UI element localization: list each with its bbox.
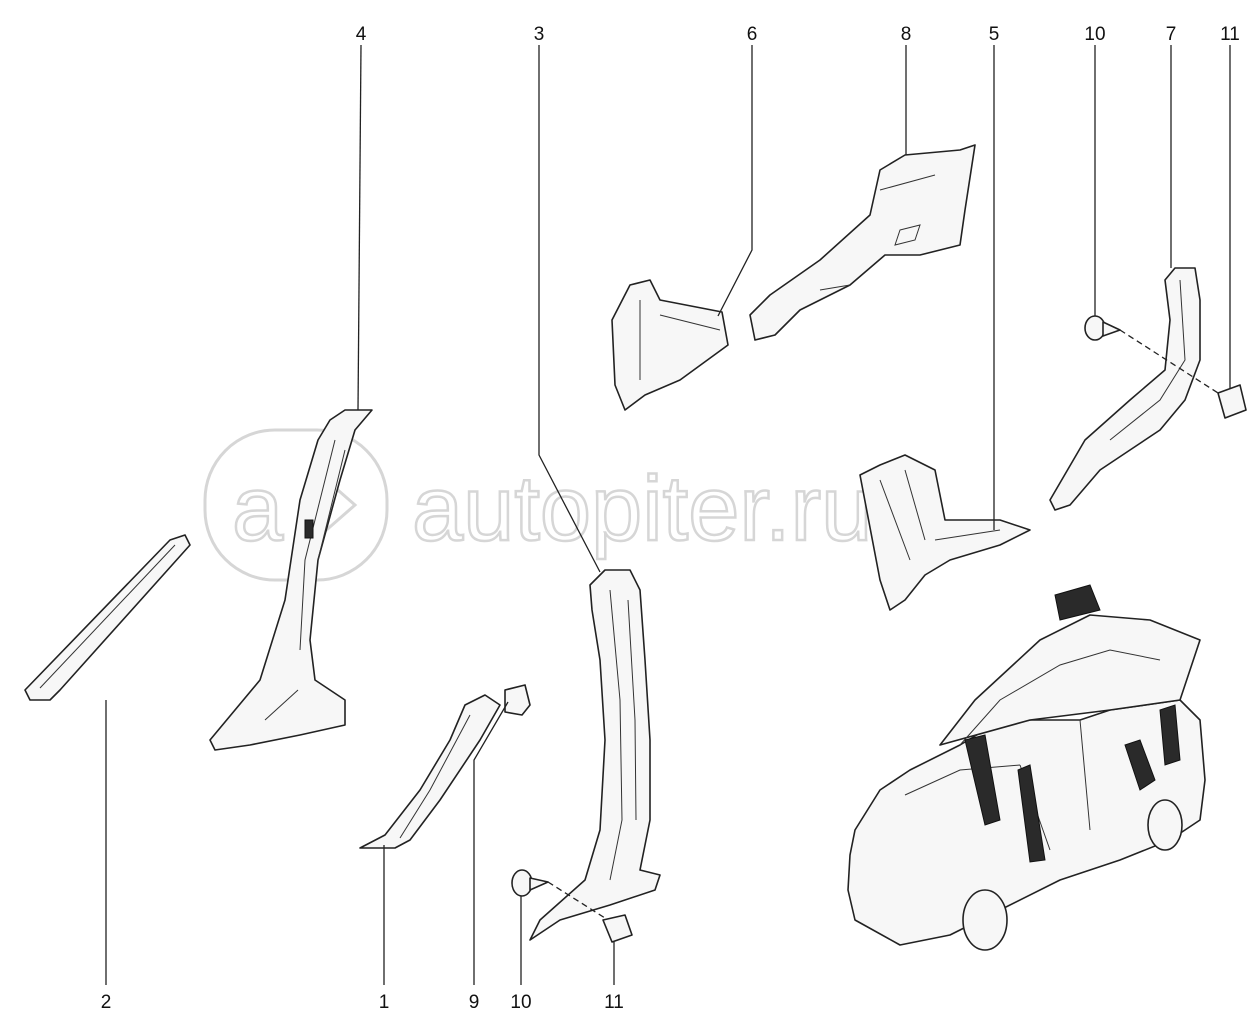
watermark-logo-letter: a — [232, 458, 284, 560]
part-9-clip — [504, 684, 531, 716]
callout-2: 2 — [101, 992, 112, 1013]
callout-3: 3 — [534, 24, 545, 45]
callout-10-bottom: 10 — [510, 992, 531, 1013]
part-8-quarter-trim — [749, 144, 976, 341]
callout-7: 7 — [1166, 24, 1177, 45]
car-highlight-d-pillar — [1159, 704, 1181, 766]
callout-9: 9 — [469, 992, 480, 1013]
watermark-text: autopiter.ru — [412, 458, 872, 560]
car-highlight-c-pillar — [1124, 739, 1156, 791]
car-highlight-a-pillar — [964, 734, 1001, 826]
callout-6: 6 — [747, 24, 758, 45]
part-10-bolt — [511, 869, 549, 897]
callout-5: 5 — [989, 24, 1000, 45]
part-11-clip — [602, 914, 633, 943]
callout-4: 4 — [356, 24, 367, 45]
part-2-detail — [39, 544, 176, 689]
callout-8: 8 — [901, 24, 912, 45]
leader-lines — [105, 44, 1231, 985]
part-10-bolt-top — [1084, 315, 1121, 341]
car-highlight-b-pillar — [1017, 764, 1046, 863]
part-7-pillar-trim — [1049, 267, 1201, 511]
part-4-slot — [304, 519, 314, 539]
part-3-detail — [609, 589, 637, 881]
assembly-dash-line — [547, 881, 606, 919]
part-4-pillar-trim — [209, 409, 373, 751]
part-4-detail — [264, 439, 346, 721]
car-highlight-roof — [1054, 584, 1101, 621]
part-3-pillar-trim — [529, 569, 661, 941]
callout-10-top: 10 — [1084, 24, 1105, 45]
part-7-detail — [1109, 279, 1186, 441]
callout-11-bottom: 11 — [604, 992, 624, 1013]
part-6-detail — [639, 300, 721, 380]
part-2-trim-strip — [24, 534, 191, 701]
callout-11-top: 11 — [1220, 24, 1240, 45]
part-8-detail — [819, 174, 936, 291]
part-1-pillar-trim — [359, 694, 501, 849]
part-5-trim — [859, 454, 1031, 611]
part-1-detail — [399, 714, 471, 839]
callout-1: 1 — [379, 992, 390, 1013]
car-illustration — [847, 584, 1206, 951]
part-11-clip-top — [1217, 384, 1247, 419]
part-6-trim — [611, 279, 729, 411]
part-5-detail — [879, 469, 1001, 561]
